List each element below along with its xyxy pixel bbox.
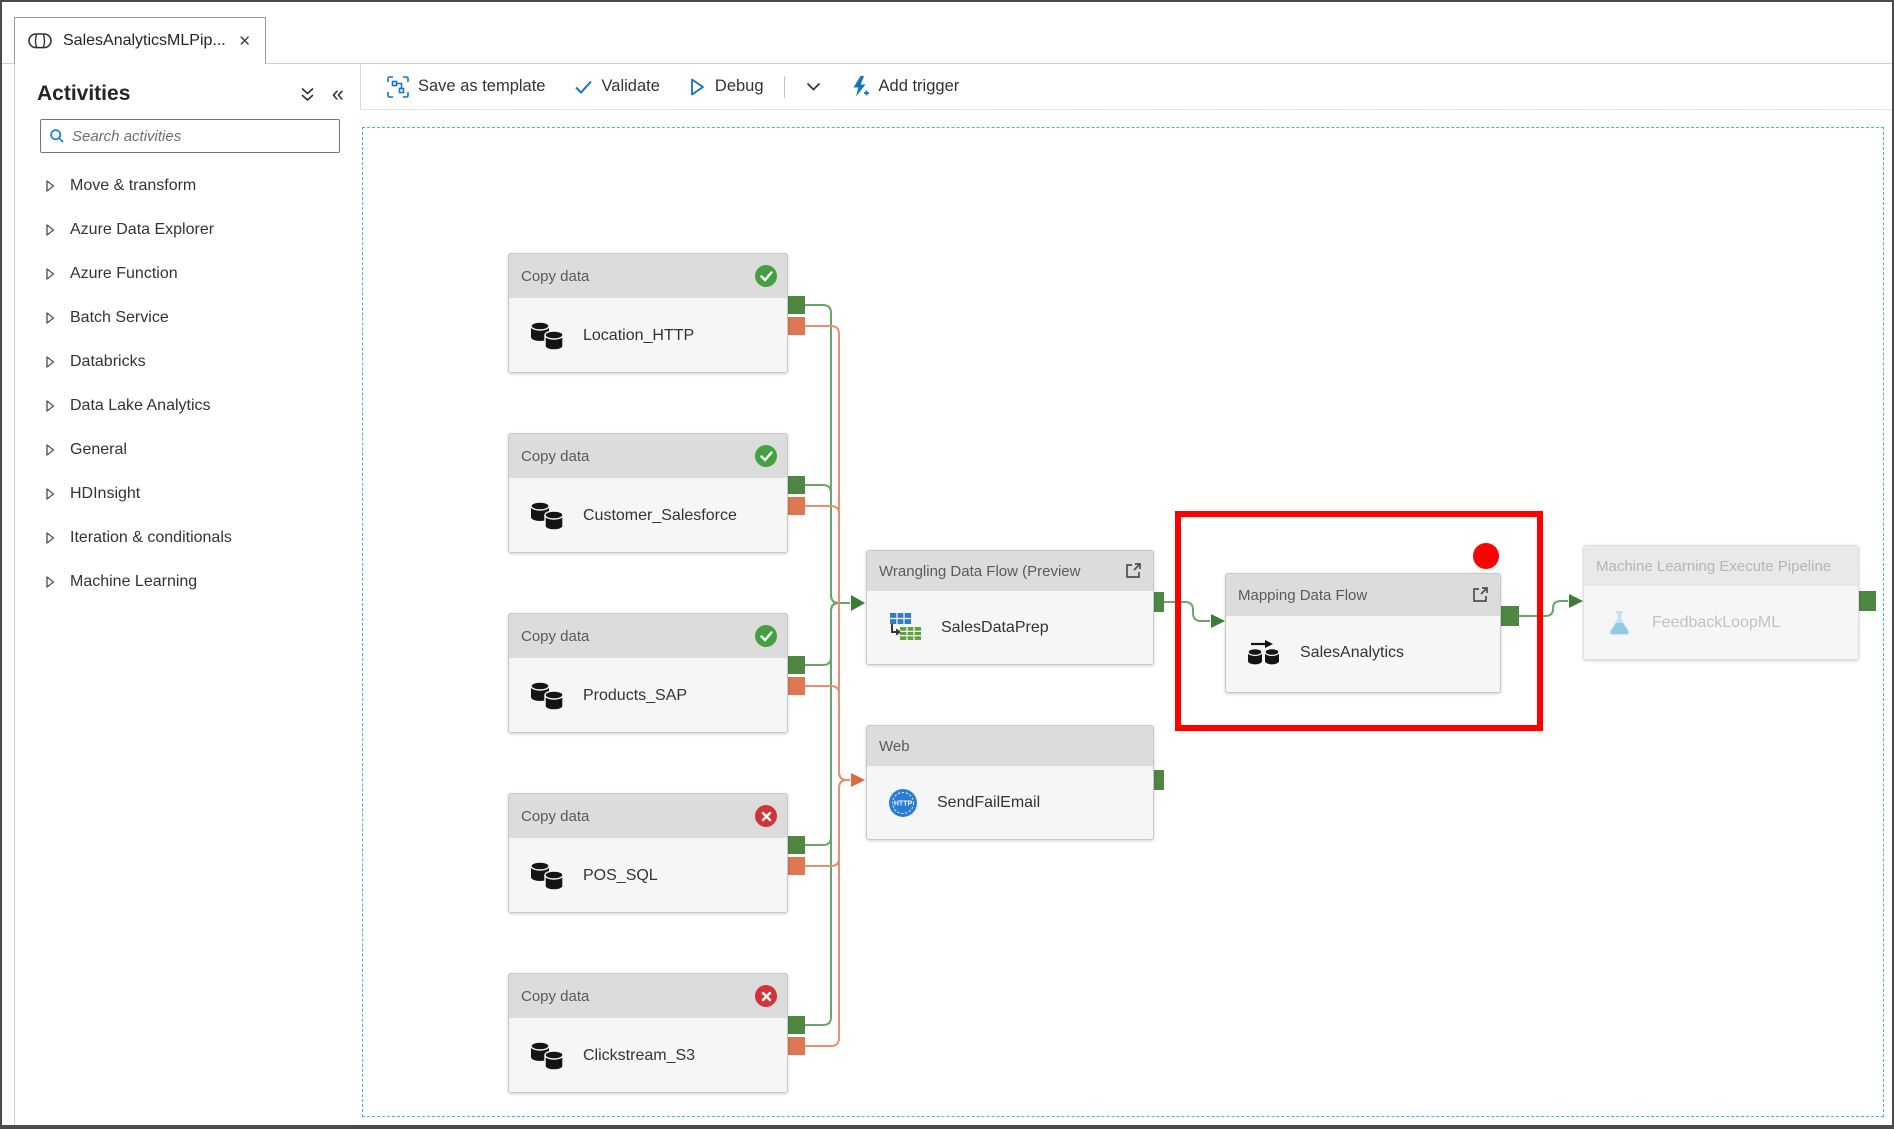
port-success[interactable] (787, 476, 805, 494)
checkmark-icon (574, 80, 592, 94)
lightning-add-icon (853, 76, 869, 97)
pipeline-toolbar: Save as template Validate Debug Add trig… (360, 64, 1892, 110)
web-http-icon: HTTP (889, 789, 917, 817)
open-in-new-icon[interactable] (1123, 561, 1143, 581)
port-success[interactable] (787, 656, 805, 674)
chevron-right-icon (46, 268, 55, 280)
port-failure[interactable] (787, 1037, 805, 1055)
port-success[interactable] (787, 836, 805, 854)
port-success[interactable] (1856, 591, 1876, 611)
port-failure[interactable] (787, 497, 805, 515)
port-failure[interactable] (787, 857, 805, 875)
input-arrow-mapping (1211, 614, 1225, 628)
chevron-right-icon (46, 576, 55, 588)
activity-node-sendfailemail[interactable]: Web HTTP SendFailEmail (866, 725, 1154, 840)
activity-node-products-sap[interactable]: Copy data Products_SAP (508, 613, 788, 733)
activity-node-pos-sql[interactable]: Copy data POS_SQL (508, 793, 788, 913)
collapse-all-icon[interactable] (299, 86, 316, 102)
pipeline-tab[interactable]: SalesAnalyticsMLPip... ✕ (14, 17, 266, 64)
pipeline-icon (28, 33, 52, 49)
tabbar-divider (2, 63, 1892, 64)
search-icon (50, 129, 64, 143)
input-arrow-ml (1569, 594, 1583, 608)
mapping-data-flow-icon (1247, 640, 1280, 665)
collapse-panel-icon[interactable]: « (331, 81, 344, 106)
success-wires (805, 304, 1568, 1026)
category-batch-service[interactable]: Batch Service (15, 296, 360, 340)
category-move-transform[interactable]: Move & transform (15, 164, 360, 208)
open-in-new-icon[interactable] (1470, 585, 1490, 605)
category-general[interactable]: General (15, 428, 360, 472)
play-icon (691, 78, 704, 95)
activity-category-list: Move & transform Azure Data Explorer Azu… (15, 164, 360, 604)
activities-panel: Activities « Move & transform Azure Data… (14, 64, 360, 1125)
wrangling-data-flow-icon (890, 613, 921, 640)
activity-node-clickstream-s3[interactable]: Copy data Clickstream_S3 (508, 973, 788, 1093)
tab-title: SalesAnalyticsMLPip... (63, 32, 226, 49)
failure-wires (805, 325, 850, 1047)
chevron-right-icon (46, 356, 55, 368)
chevron-right-icon (46, 400, 55, 412)
copy-data-icon (530, 320, 564, 351)
connector-layer (787, 296, 1876, 1055)
toolbar-divider (783, 75, 785, 98)
category-databricks[interactable]: Databricks (15, 340, 360, 384)
port-success[interactable] (787, 296, 805, 314)
copy-data-icon (530, 860, 564, 891)
template-icon (387, 75, 409, 98)
chevron-right-icon (46, 224, 55, 236)
activity-node-salesanalytics[interactable]: Mapping Data Flow SalesAnalytics (1225, 573, 1501, 693)
search-input[interactable] (72, 127, 331, 145)
chevron-right-icon (46, 488, 55, 500)
activity-node-location-http[interactable]: Copy data Location_HTTP (508, 253, 788, 373)
activity-node-feedbackloopml[interactable]: Machine Learning Execute Pipeline Feedba… (1583, 545, 1859, 660)
category-iteration-conditionals[interactable]: Iteration & conditionals (15, 516, 360, 560)
success-badge-icon (755, 445, 777, 467)
chevron-right-icon (46, 532, 55, 544)
chevron-right-icon (46, 444, 55, 456)
tab-close-icon[interactable]: ✕ (238, 33, 251, 50)
port-failure[interactable] (787, 317, 805, 335)
failure-badge-icon (755, 985, 777, 1007)
copy-data-icon (530, 1040, 564, 1071)
activity-node-customer-salesforce[interactable]: Copy data Customer_Salesforce (508, 433, 788, 553)
category-azure-data-explorer[interactable]: Azure Data Explorer (15, 208, 360, 252)
port-failure[interactable] (787, 677, 805, 695)
chevron-right-icon (46, 312, 55, 324)
chevron-right-icon (46, 180, 55, 192)
debug-options-chevron-icon[interactable] (805, 80, 822, 93)
activities-search[interactable] (40, 119, 340, 153)
copy-data-icon (530, 680, 564, 711)
success-badge-icon (755, 265, 777, 287)
activities-title: Activities (37, 82, 131, 105)
activities-header: Activities « (37, 76, 344, 112)
category-hdinsight[interactable]: HDInsight (15, 472, 360, 516)
pipeline-canvas[interactable]: Copy data Location_HTTP Copy data (362, 127, 1884, 1117)
output-ports (787, 296, 1876, 1055)
validate-button[interactable]: Validate (574, 77, 660, 96)
failure-badge-icon (755, 805, 777, 827)
input-arrow-web (851, 773, 865, 787)
machine-learning-icon (1609, 611, 1630, 635)
red-dot-marker (1473, 543, 1499, 569)
save-as-template-button[interactable]: Save as template (387, 75, 546, 98)
category-machine-learning[interactable]: Machine Learning (15, 560, 360, 604)
copy-data-icon (530, 500, 564, 531)
activity-node-salesdataprep[interactable]: Wrangling Data Flow (Preview SalesDataPr… (866, 550, 1154, 665)
add-trigger-button[interactable]: Add trigger (850, 75, 959, 98)
category-data-lake-analytics[interactable]: Data Lake Analytics (15, 384, 360, 428)
port-success[interactable] (1499, 606, 1519, 626)
input-arrow-wrangling (851, 595, 865, 611)
success-badge-icon (755, 625, 777, 647)
category-azure-function[interactable]: Azure Function (15, 252, 360, 296)
svg-text:HTTP: HTTP (894, 801, 913, 808)
debug-button[interactable]: Debug (688, 77, 764, 97)
port-success[interactable] (787, 1016, 805, 1034)
